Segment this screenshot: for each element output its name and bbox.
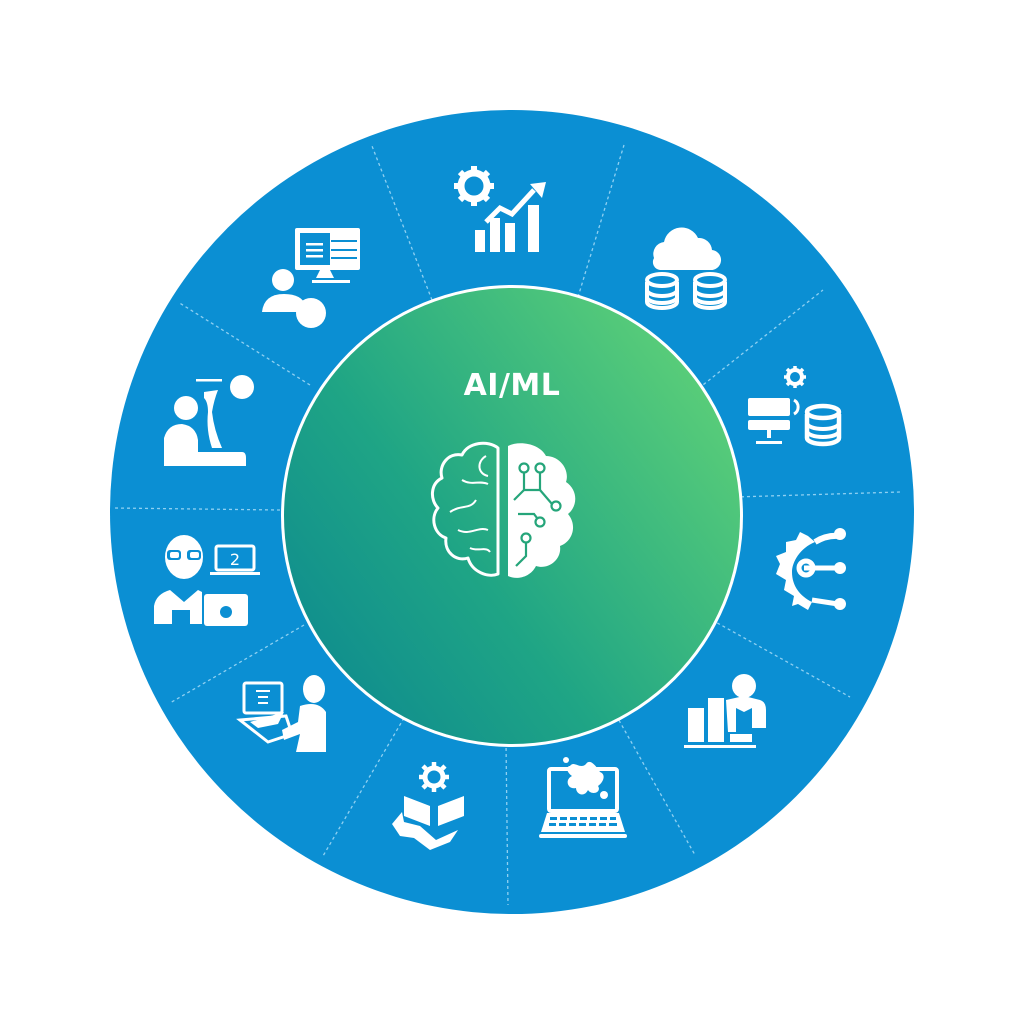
person-typing-laptop-icon — [236, 675, 326, 752]
center-title: AI/ML — [463, 368, 561, 403]
gear-growth-chart-icon — [454, 166, 546, 252]
cloud-databases-icon — [645, 227, 727, 310]
computer-database-gear-icon — [748, 366, 842, 447]
book-gear-hand-icon — [392, 762, 464, 850]
segment-separators — [112, 144, 901, 906]
brain-circuit-icon — [431, 441, 576, 578]
svg-text:2: 2 — [230, 550, 240, 569]
gear-network-nodes-icon — [776, 528, 846, 610]
developer-glasses-laptop-icon: 2 — [154, 535, 260, 626]
business-person-chart-icon — [684, 674, 766, 748]
laptop-splash-icon — [539, 757, 627, 838]
users-presentation-monitor-icon — [262, 228, 360, 328]
person-desk-idea-icon — [164, 375, 254, 466]
